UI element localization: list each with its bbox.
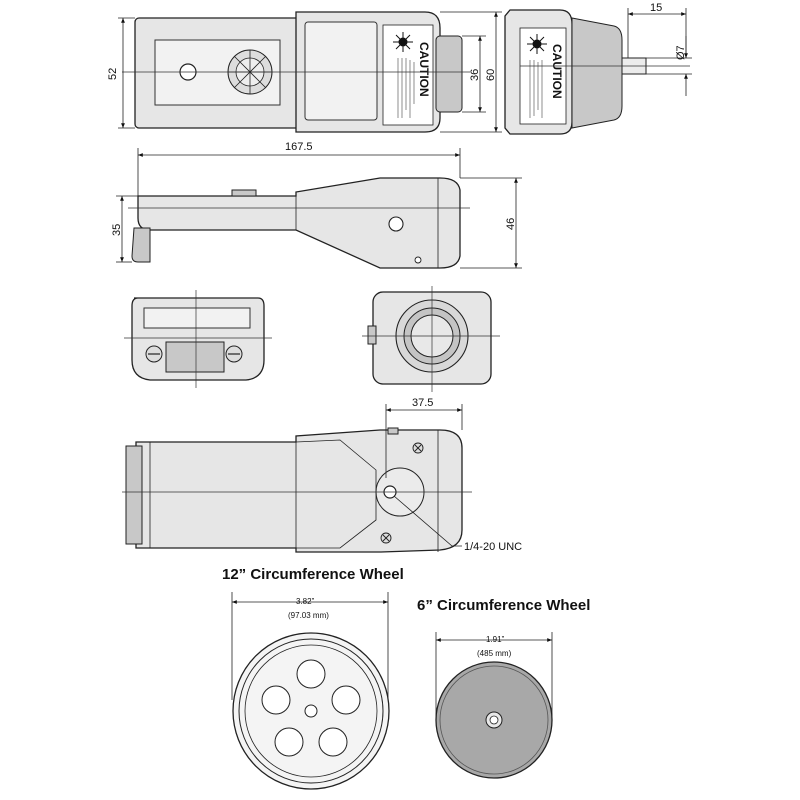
dim-label-167: 167.5 bbox=[285, 141, 313, 153]
screw-icon-bottom-top bbox=[412, 442, 424, 454]
bottom-view-body bbox=[135, 429, 463, 553]
wheel-12-hole bbox=[261, 685, 291, 715]
rear-view bbox=[124, 290, 272, 388]
wheel-12-hub bbox=[304, 704, 318, 718]
side-view-clip bbox=[131, 227, 151, 263]
side-view-hole bbox=[388, 216, 404, 232]
dim-label-wheel-12-inch: 3.82” bbox=[296, 597, 315, 606]
side-view-fan-edge bbox=[231, 189, 257, 197]
screw-icon-left bbox=[145, 345, 163, 363]
end-view: CAUTION 15 Ø7 bbox=[504, 2, 692, 135]
dim-label-wheel-6-mm: (485 mm) bbox=[477, 649, 512, 658]
caution-text-top: CAUTION bbox=[417, 42, 431, 97]
top-view: CAUTION 52 36 60 bbox=[107, 11, 502, 133]
caution-fineprint-top bbox=[397, 58, 415, 118]
dim-label-35: 35 bbox=[111, 224, 123, 236]
dim-label-52: 52 bbox=[107, 68, 119, 80]
side-view: 167.5 35 46 bbox=[111, 141, 522, 269]
caution-fineprint-end bbox=[529, 60, 543, 118]
dim-label-wheel-12-mm: (97.03 mm) bbox=[288, 611, 329, 620]
bottom-view: 37.5 1/4-20 UNC bbox=[122, 397, 522, 553]
laser-warning-icon-end bbox=[527, 34, 547, 54]
wheel-12-title: 12” Circumference Wheel bbox=[222, 566, 404, 583]
caution-text-end: CAUTION bbox=[550, 44, 564, 99]
front-view-button bbox=[367, 325, 377, 345]
screw-icon-right bbox=[225, 345, 243, 363]
wheel-12-hole bbox=[274, 727, 304, 757]
thread-label: 1/4-20 UNC bbox=[464, 541, 522, 553]
top-view-window bbox=[304, 21, 378, 121]
laser-warning-icon bbox=[393, 32, 413, 52]
top-view-nose bbox=[435, 35, 463, 113]
thread-leader bbox=[393, 495, 462, 547]
dim-label-37: 37.5 bbox=[412, 397, 433, 409]
wheel-6-title: 6” Circumference Wheel bbox=[417, 597, 590, 614]
dim-label-60: 60 bbox=[485, 69, 497, 81]
side-view-body bbox=[137, 177, 461, 269]
wheel-12-hole bbox=[296, 659, 326, 689]
dim-label-15: 15 bbox=[650, 2, 662, 14]
wheel-12-hole bbox=[331, 685, 361, 715]
end-view-nose bbox=[571, 17, 623, 129]
wheel-6-section: 6” Circumference Wheel 1.91” (485 mm) bbox=[417, 597, 590, 779]
rear-view-top-panel bbox=[143, 307, 251, 329]
rear-view-display bbox=[165, 341, 225, 373]
wheel-12-hole bbox=[318, 727, 348, 757]
front-view bbox=[362, 286, 500, 392]
dim-label-36: 36 bbox=[469, 69, 481, 81]
dim-label-wheel-6-inch: 1.91” bbox=[486, 635, 505, 644]
dim-label-46: 46 bbox=[505, 218, 517, 230]
dim-label-diameter: Ø7 bbox=[675, 45, 687, 60]
screw-icon-bottom-bottom bbox=[380, 532, 392, 544]
wheel-12-section: 12” Circumference Wheel 3.82” (97.03 mm) bbox=[222, 566, 404, 790]
bottom-view-clip bbox=[125, 445, 143, 545]
